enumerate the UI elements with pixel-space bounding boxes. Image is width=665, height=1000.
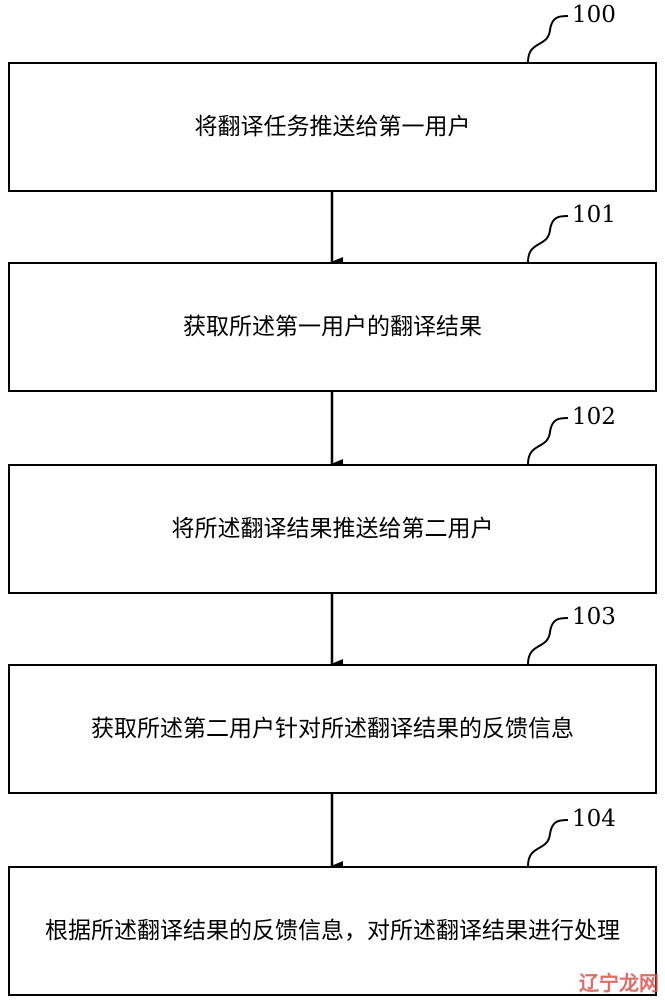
step-box-104: 根据所述翻译结果的反馈信息，对所述翻译结果进行处理 [8,866,657,996]
step-box-101: 获取所述第一用户的翻译结果 [8,262,657,392]
leader-line-104 [527,819,569,867]
step-box-100: 将翻译任务推送给第一用户 [8,62,657,192]
step-label-101: 101 [572,202,616,228]
leader-line-100 [527,15,569,63]
leader-line-102 [527,417,569,465]
step-label-102: 102 [572,404,616,430]
step-text-101: 获取所述第一用户的翻译结果 [183,314,482,340]
step-label-103: 103 [572,604,616,630]
step-box-102: 将所述翻译结果推送给第二用户 [8,464,657,594]
watermark-logo: 辽宁龙网 [579,971,659,995]
step-text-103: 获取所述第二用户针对所述翻译结果的反馈信息 [91,716,574,742]
step-text-102: 将所述翻译结果推送给第二用户 [171,516,494,542]
leader-line-101 [527,215,569,263]
step-text-100: 将翻译任务推送给第一用户 [194,114,471,140]
step-label-100: 100 [572,2,616,28]
step-box-103: 获取所述第二用户针对所述翻译结果的反馈信息 [8,664,657,794]
step-text-104: 根据所述翻译结果的反馈信息，对所述翻译结果进行处理 [45,918,620,944]
leader-line-103 [527,617,569,665]
step-label-104: 104 [572,806,616,832]
